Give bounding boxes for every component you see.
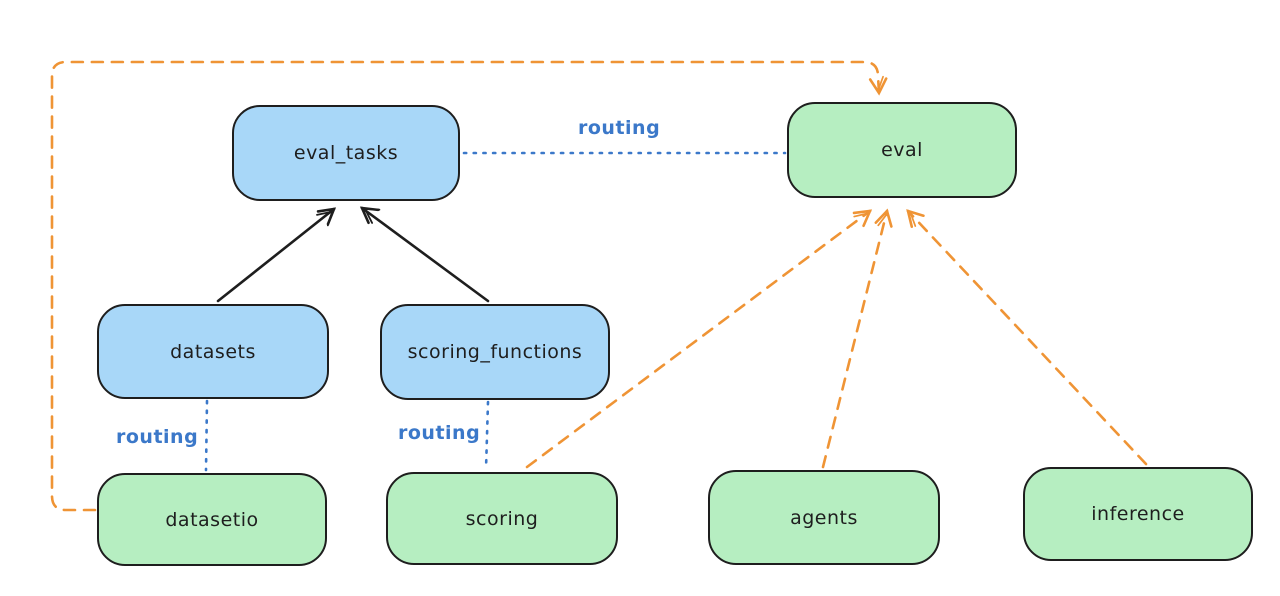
node-eval-tasks-label: eval_tasks <box>293 142 399 164</box>
edge-scoring-functions-to-eval-tasks <box>359 206 490 303</box>
edge-scoring-functions-to-scoring-routing <box>484 400 490 471</box>
node-datasets-label: datasets <box>170 340 256 363</box>
node-eval: eval <box>787 102 1017 198</box>
node-agents-label: agents <box>790 506 858 529</box>
node-scoring-functions: scoring_functions <box>380 304 610 400</box>
node-inference: inference <box>1023 467 1253 561</box>
edge-datasetio-to-eval <box>50 60 888 512</box>
node-eval-tasks: eval_tasks <box>232 105 460 201</box>
routing-label-eval-tasks-eval: routing <box>578 117 661 139</box>
node-scoring-functions-label: scoring_functions <box>407 341 583 363</box>
routing-label-datasets-datasetio: routing <box>116 426 199 448</box>
routing-label-scoring-functions-scoring: routing <box>398 422 481 444</box>
node-eval-label: eval <box>881 139 923 161</box>
edge-scoring-to-eval <box>525 209 873 469</box>
node-agents: agents <box>708 470 940 565</box>
edge-inference-to-eval <box>906 209 1148 466</box>
node-datasetio: datasetio <box>97 473 327 566</box>
node-scoring-label: scoring <box>465 507 539 530</box>
edge-agents-to-eval <box>821 208 893 469</box>
edge-datasets-to-datasetio-routing <box>204 399 209 472</box>
node-datasets: datasets <box>97 304 329 399</box>
node-datasetio-label: datasetio <box>165 508 259 531</box>
node-inference-label: inference <box>1091 503 1185 525</box>
edge-datasets-to-eval-tasks <box>216 207 337 303</box>
node-scoring: scoring <box>386 472 618 565</box>
